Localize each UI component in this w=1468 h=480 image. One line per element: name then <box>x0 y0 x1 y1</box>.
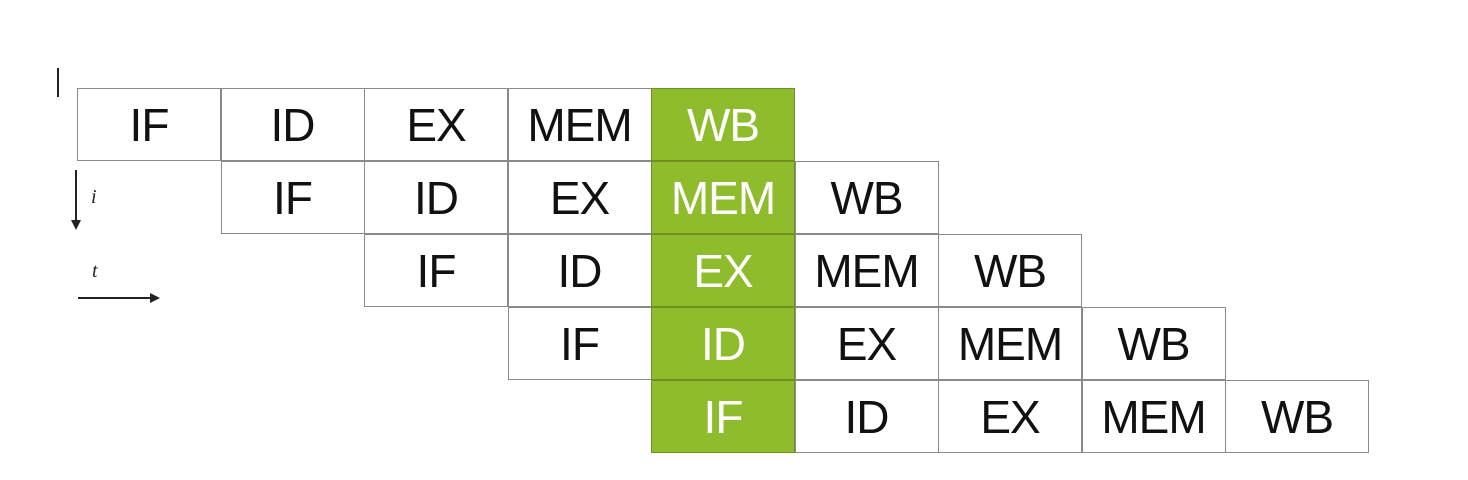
stage-cell-mem: MEM <box>1081 380 1226 453</box>
stage-cell-ex: EX <box>507 161 652 234</box>
axis-arrows <box>71 170 160 303</box>
stage-cell-id: ID <box>507 234 652 307</box>
instruction-axis-arrowhead <box>71 220 81 230</box>
stage-cell-ex: EX <box>651 234 795 307</box>
stage-cell-if: IF <box>77 88 221 161</box>
stage-cell-wb: WB <box>794 161 939 234</box>
stage-cell-ex: EX <box>794 307 939 380</box>
stage-cell-if: IF <box>651 380 795 453</box>
stage-cell-id: ID <box>651 307 795 380</box>
stage-cell-wb: WB <box>1081 307 1226 380</box>
stage-cell-id: ID <box>220 88 365 161</box>
stage-cell-id: ID <box>794 380 939 453</box>
stage-cell-ex: EX <box>938 380 1082 453</box>
stage-cell-mem: MEM <box>651 161 795 234</box>
stage-cell-if: IF <box>364 234 508 307</box>
time-axis-label: t <box>92 260 98 282</box>
instruction-axis-label: i <box>91 186 97 208</box>
stage-cell-if: IF <box>507 307 652 380</box>
stage-cell-mem: MEM <box>794 234 939 307</box>
stage-cell-mem: MEM <box>938 307 1082 380</box>
stage-cell-wb: WB <box>1225 380 1369 453</box>
stage-cell-wb: WB <box>651 88 795 161</box>
stage-cell-ex: EX <box>364 88 508 161</box>
stage-cell-id: ID <box>364 161 508 234</box>
text-cursor-mark <box>57 68 59 97</box>
stage-cell-wb: WB <box>938 234 1082 307</box>
time-axis-arrowhead <box>150 293 160 303</box>
stage-cell-if: IF <box>220 161 365 234</box>
stage-cell-mem: MEM <box>507 88 652 161</box>
